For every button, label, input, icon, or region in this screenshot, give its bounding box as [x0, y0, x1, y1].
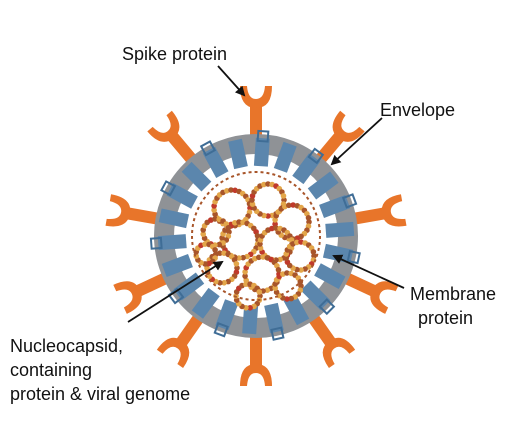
membrane-protein-20 — [181, 161, 212, 192]
envelope-arrow — [330, 117, 383, 166]
viral-genome — [191, 171, 321, 311]
membrane-protein-2 — [273, 141, 297, 173]
membrane-protein-16 — [161, 254, 193, 277]
membrane-protein-17 — [149, 234, 187, 251]
membrane-protein-14 — [191, 287, 220, 319]
membrane-protein-13 — [213, 299, 239, 338]
membrane-protein-10 — [283, 294, 310, 326]
nucleocapsid-label-line1: Nucleocapsid, — [10, 336, 123, 356]
membrane-protein-18 — [158, 208, 190, 229]
nucleocapsid — [190, 170, 322, 311]
spike-protein-label: Spike protein — [122, 44, 227, 64]
membrane-protein-3 — [292, 147, 325, 185]
membrane-protein-11 — [264, 302, 285, 341]
membrane-protein-label-line2: protein — [418, 308, 473, 328]
membrane-protein-22 — [228, 138, 248, 170]
callout-arrows — [127, 65, 405, 323]
envelope-label: Envelope — [380, 100, 455, 120]
membrane-protein-5 — [319, 193, 358, 218]
membrane-protein-12 — [242, 305, 259, 335]
nucleocapsid-arrow — [127, 260, 224, 323]
membrane-protein-8 — [314, 263, 346, 289]
membrane-proteins — [149, 129, 361, 341]
membrane-protein-15 — [167, 272, 205, 305]
membrane-protein-1 — [253, 129, 270, 167]
membrane-protein-21 — [199, 140, 229, 178]
membrane-protein-7 — [322, 243, 361, 265]
membrane-protein-19 — [160, 180, 198, 209]
nucleocapsid-label-line3: protein & viral genome — [10, 384, 190, 404]
membrane-protein-6 — [325, 221, 355, 238]
nucleocapsid-label-line2: containing — [10, 360, 92, 380]
membrane-protein-4 — [307, 171, 339, 200]
membrane-protein-label-line1: Membrane — [410, 284, 496, 304]
spike-arrow — [217, 65, 246, 97]
membrane-arrow — [332, 254, 405, 289]
membrane-protein-9 — [300, 280, 336, 316]
